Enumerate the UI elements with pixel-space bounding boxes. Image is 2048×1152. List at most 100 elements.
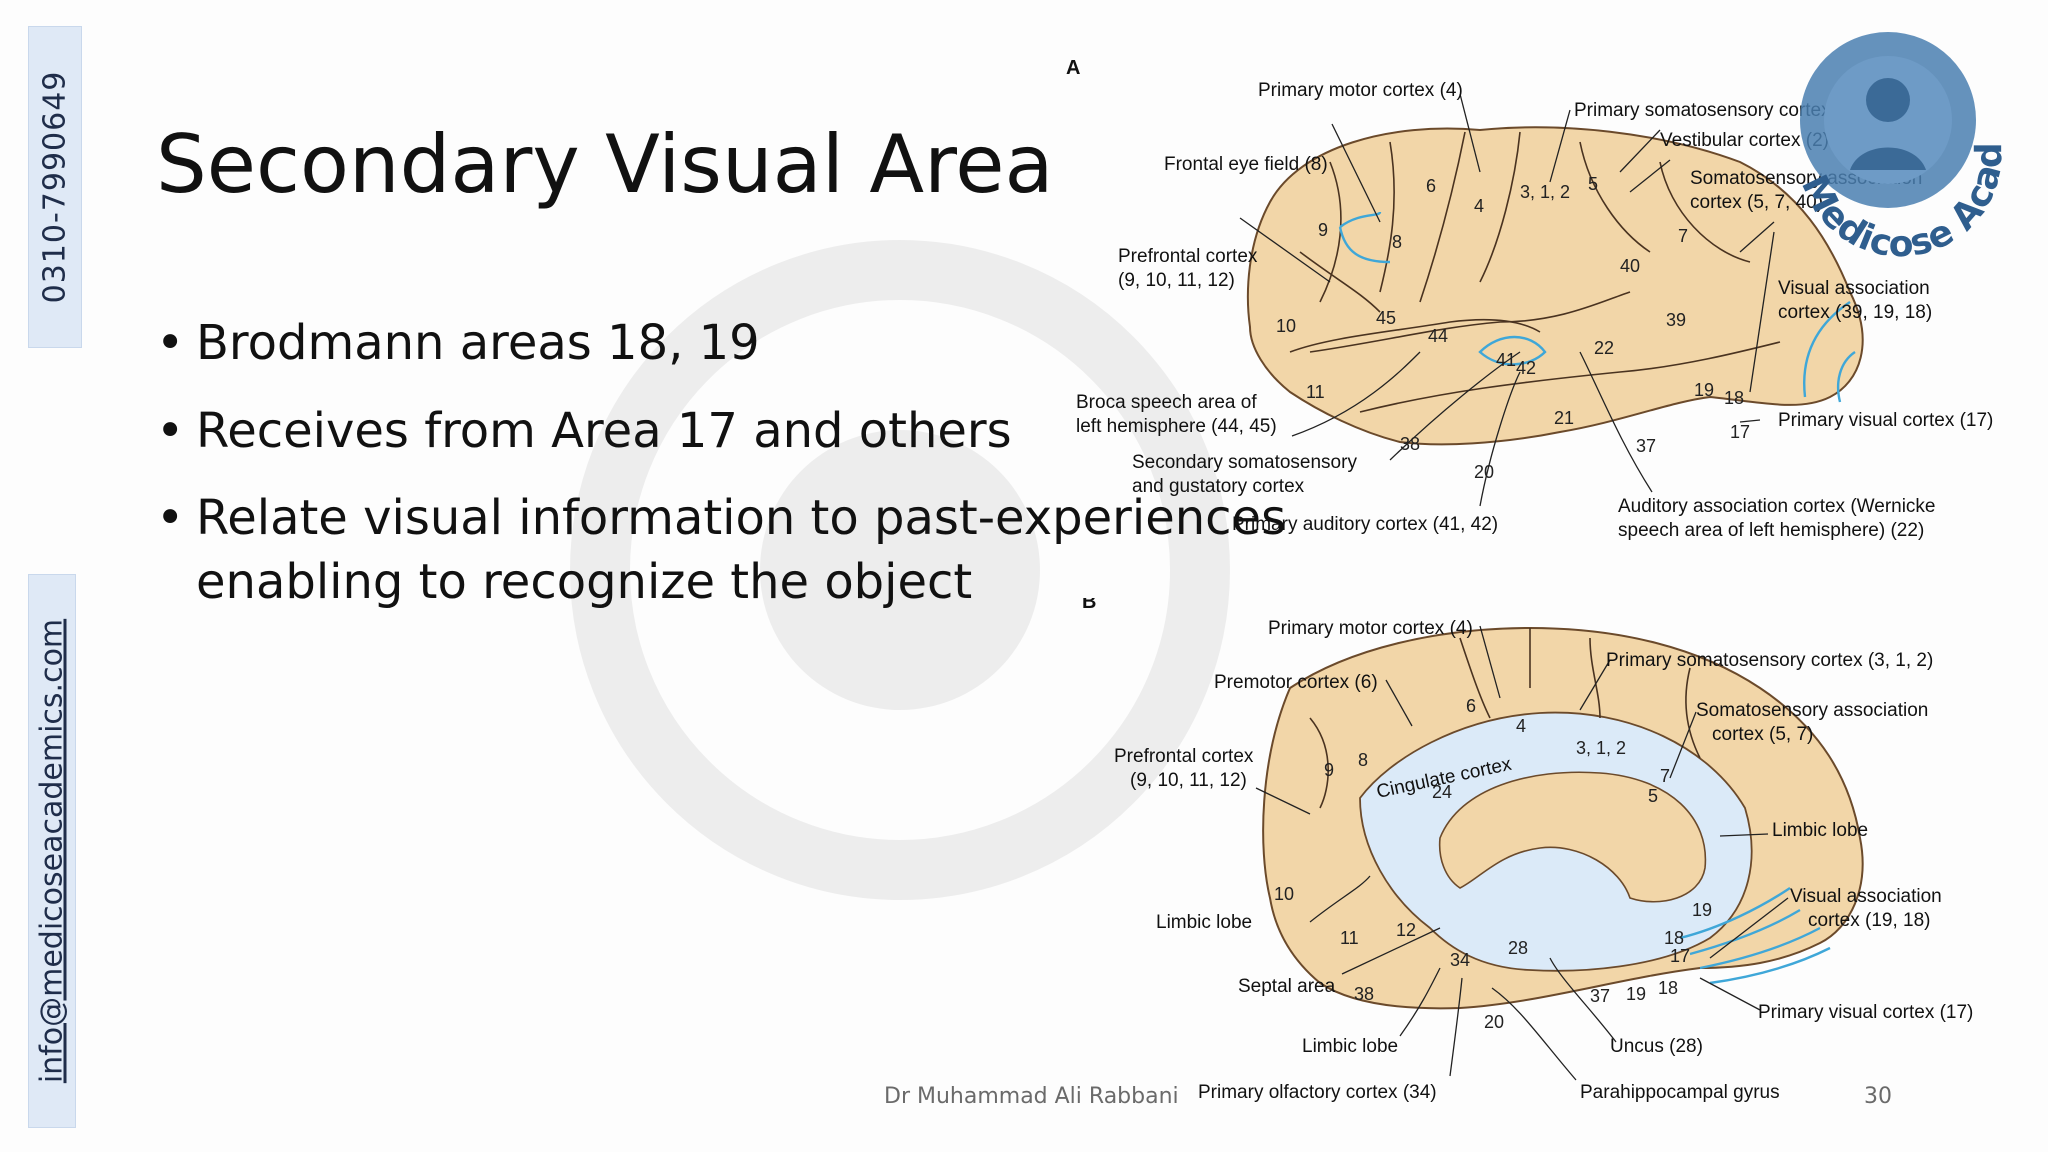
leader-line	[1389, 351, 1521, 461]
brain-medial-figure: B 6 4 3, 1, 2 9 8 7 5 24 10 11 12 34 28 …	[1082, 598, 1973, 1103]
label-premotor-cortex: Premotor cortex (6)	[1214, 672, 1378, 693]
area-number: 3, 1, 2	[1520, 182, 1570, 202]
phone-number: 0310-7990649	[37, 70, 73, 304]
label-primary-auditory-cortex: Primary auditory cortex (41, 42)	[1232, 514, 1498, 535]
leader-line	[1739, 221, 1775, 253]
sulcus-line	[1359, 341, 1781, 413]
area-number: 4	[1474, 196, 1484, 216]
area-number: 24	[1432, 782, 1452, 802]
visual-cortex-lines	[1699, 926, 1821, 970]
area-number: 22	[1594, 338, 1614, 358]
page-number: 30	[1864, 1084, 1892, 1109]
sulcus-line	[1319, 161, 1342, 303]
area-number: 6	[1466, 696, 1476, 716]
area-number: 18	[1664, 928, 1684, 948]
area-number: 18	[1724, 388, 1744, 408]
leader-line	[1255, 787, 1311, 815]
bullet-text: Receives from Area 17 and others	[196, 403, 1012, 459]
label-visual-association-cortex: Visual association	[1790, 886, 1942, 907]
lateral-fissure	[1309, 291, 1631, 353]
area-number: 38	[1354, 984, 1374, 1004]
primary-auditory-outline	[1478, 335, 1547, 366]
area-number: 17	[1670, 946, 1690, 966]
label-prefrontal-cortex: (9, 10, 11, 12)	[1130, 770, 1247, 791]
label-prefrontal-cortex: (9, 10, 11, 12)	[1118, 270, 1235, 291]
leader-line	[1491, 987, 1577, 1081]
label-limbic-lobe: Limbic lobe	[1772, 820, 1868, 841]
area-number: 20	[1474, 462, 1494, 482]
label-parahippocampal-gyrus: Parahippocampal gyrus	[1580, 1082, 1780, 1103]
sulcus-line	[1379, 141, 1395, 293]
leader-line	[1399, 967, 1441, 1037]
area-number: 18	[1658, 978, 1678, 998]
slide-title: Secondary Visual Area	[156, 118, 1054, 211]
bullet-item: •Brodmann areas 18, 19	[150, 310, 1350, 376]
label-somatosensory-association: Somatosensory association	[1696, 700, 1928, 721]
leader-line	[1579, 659, 1611, 711]
area-number: 39	[1666, 310, 1686, 330]
medicose-academics-logo: Medicose Academics	[1770, 20, 2010, 260]
area-number: 20	[1484, 1012, 1504, 1032]
leader-line	[1331, 123, 1381, 223]
watermark-logo	[570, 240, 1230, 900]
leader-line	[1709, 897, 1789, 959]
label-secondary-somatosensory: Secondary somatosensory	[1132, 452, 1357, 473]
temporal-lobe-shape	[1289, 318, 1541, 353]
visual-cortex-lines	[1689, 908, 1801, 956]
area-number: 40	[1620, 256, 1640, 276]
lateral-hemisphere-shape	[1246, 126, 1864, 446]
leader-line	[1341, 927, 1441, 975]
label-primary-motor-cortex: Primary motor cortex (4)	[1268, 618, 1473, 639]
area-number: 38	[1400, 434, 1420, 454]
leader-line	[1749, 231, 1775, 393]
label-somatosensory-association: cortex (5, 7)	[1712, 724, 1813, 745]
area-number: 21	[1554, 408, 1574, 428]
visual-cortex-lines	[1679, 887, 1791, 940]
leader-line	[1239, 217, 1331, 283]
label-auditory-association-cortex: Auditory association cortex (Wernicke	[1618, 496, 1936, 517]
area-number: 8	[1358, 750, 1368, 770]
bullet-item: •Relate visual information to past-exper…	[150, 486, 1350, 614]
label-limbic-lobe: Limbic lobe	[1302, 1036, 1398, 1057]
label-limbic-lobe: Limbic lobe	[1156, 912, 1252, 933]
area-number: 42	[1516, 358, 1536, 378]
leader-line	[1385, 679, 1413, 727]
area-number: 34	[1450, 950, 1470, 970]
label-primary-olfactory-cortex: Primary olfactory cortex (34)	[1198, 1082, 1437, 1103]
leader-line	[1449, 977, 1463, 1077]
area-number: 44	[1428, 326, 1448, 346]
email-link[interactable]: info@medicoseacademics.com	[34, 618, 70, 1084]
area-number: 19	[1626, 984, 1646, 1004]
panel-label-a: A	[1066, 57, 1080, 79]
label-visual-association-cortex: cortex (19, 18)	[1808, 910, 1931, 931]
label-broca-area: Broca speech area of	[1076, 392, 1257, 413]
leader-line	[1479, 371, 1521, 507]
label-prefrontal-cortex: Prefrontal cortex	[1114, 746, 1254, 767]
panel-label-b: B	[1082, 598, 1096, 613]
leader-line	[1291, 351, 1421, 437]
area-number: 5	[1648, 786, 1658, 806]
area-number: 37	[1636, 436, 1656, 456]
area-number: 9	[1318, 220, 1328, 240]
label-somatosensory-association: cortex (5, 7, 40)	[1690, 192, 1823, 213]
sulcus-line	[1685, 667, 1701, 759]
leader-line	[1629, 159, 1671, 193]
area-number: 7	[1678, 226, 1688, 246]
label-secondary-somatosensory: and gustatory cortex	[1132, 476, 1305, 497]
leader-line	[1549, 109, 1571, 183]
area-number: 7	[1660, 766, 1670, 786]
area-number: 9	[1324, 760, 1334, 780]
area-number: 4	[1516, 716, 1526, 736]
label-auditory-association-cortex: speech area of left hemisphere) (22)	[1618, 520, 1924, 541]
bullet-text: Relate visual information to past-experi…	[196, 490, 1287, 610]
bullet-dot-icon: •	[156, 315, 185, 371]
bullet-list: •Brodmann areas 18, 19 •Receives from Ar…	[150, 310, 1350, 636]
area-number: 19	[1694, 380, 1714, 400]
area-number: 12	[1396, 920, 1416, 940]
corpus-callosum-shape	[1438, 771, 1707, 903]
visual-cortex-outline	[1803, 301, 1851, 398]
bullet-text: Brodmann areas 18, 19	[196, 315, 760, 371]
area-number: 37	[1590, 986, 1610, 1006]
bullet-dot-icon: •	[156, 490, 185, 546]
